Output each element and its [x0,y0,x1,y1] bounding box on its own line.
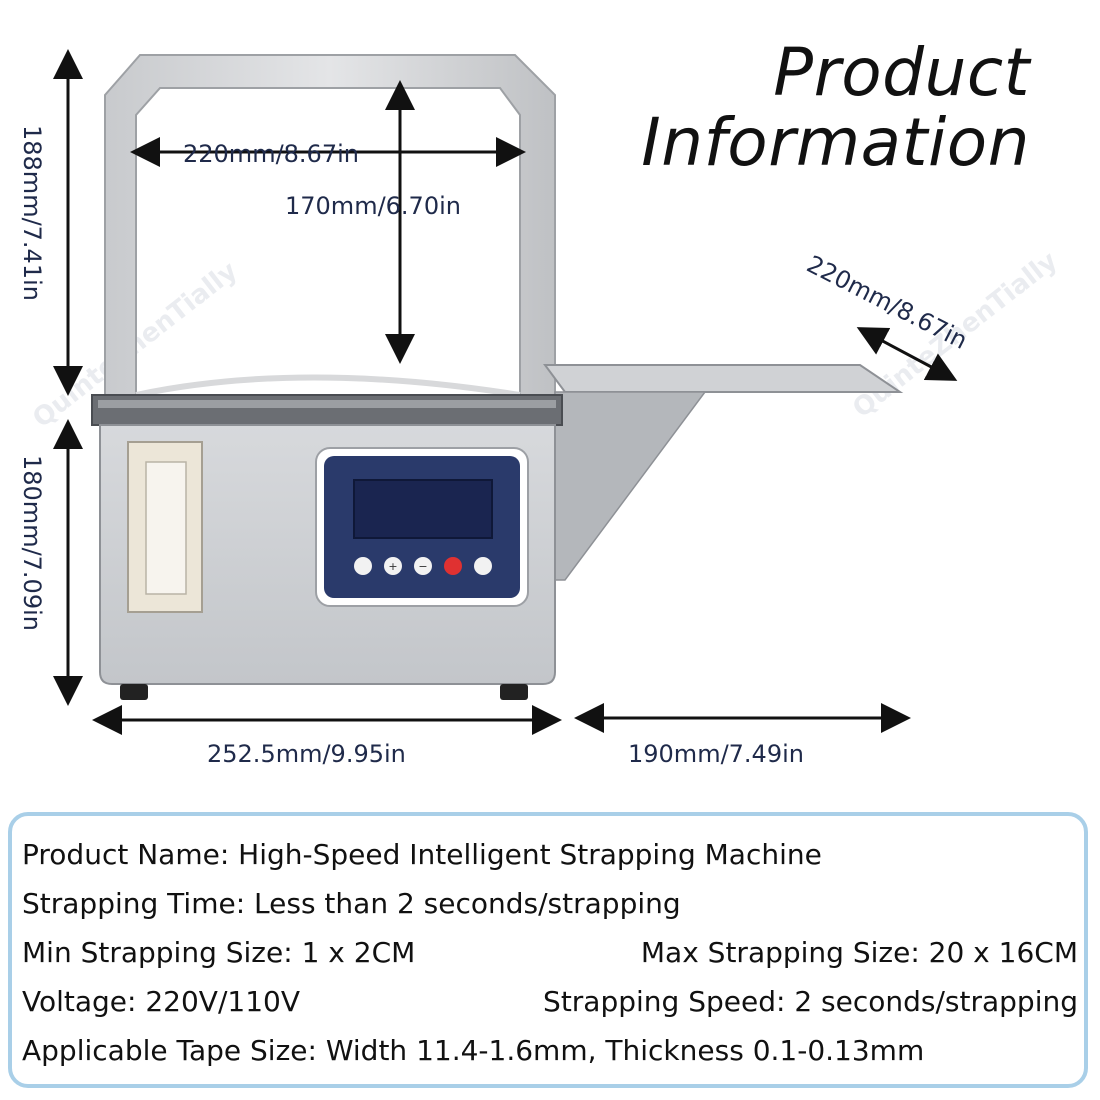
dim-frame-total-height: 188mm/7.41in [18,125,46,301]
tape-slot [127,441,203,613]
spec-tape-size: Applicable Tape Size: Width 11.4-1.6mm, … [22,1034,925,1067]
specifications-box: Product Name: High-Speed Intelligent Str… [8,812,1088,1088]
dim-body-height: 180mm/7.09in [18,455,46,631]
title-line-1: Product [773,34,1030,111]
control-panel: + − [315,447,529,607]
spec-product-name: Product Name: High-Speed Intelligent Str… [22,838,822,871]
dim-frame-inner-height: 170mm/6.70in [285,192,461,220]
strapping-machine-illustration: + − [53,49,958,735]
title-line-2: Information [641,104,1030,181]
spec-voltage: Voltage: 220V/110V [22,985,300,1018]
spec-strapping-time: Strapping Time: Less than 2 seconds/stra… [22,887,681,920]
side-tray [543,364,904,581]
top-plate [91,394,563,426]
svg-text:+: + [388,560,397,573]
arch-frame [104,54,556,398]
svg-text:−: − [418,560,427,573]
dimension-arrows [53,49,958,735]
spec-max-size: Max Strapping Size: 20 x 16CM [640,936,1078,969]
spec-speed: Strapping Speed: 2 seconds/strapping [543,985,1078,1018]
spec-min-size: Min Strapping Size: 1 x 2CM [22,936,416,969]
dim-frame-inner-width: 220mm/8.67in [183,140,359,168]
dim-body-width: 252.5mm/9.95in [207,740,406,768]
dim-table-extension: 190mm/7.49in [628,740,804,768]
